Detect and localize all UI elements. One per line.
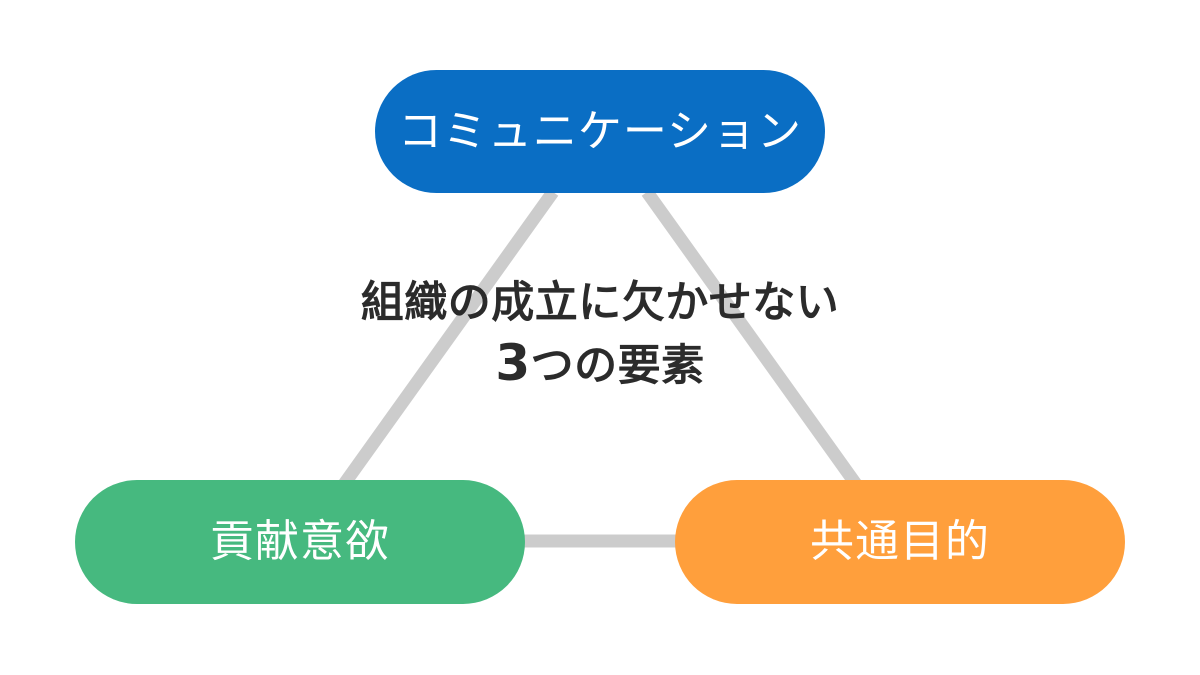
- center-caption-line-1: 組織の成立に欠かせない: [360, 278, 840, 328]
- node-purpose[interactable]: 共通目的: [675, 480, 1125, 604]
- node-purpose-label: 共通目的: [810, 516, 990, 567]
- edge-communication-contribution: [336, 188, 559, 491]
- center-caption-line-2-rest: つの要素: [530, 341, 705, 392]
- node-communication[interactable]: コミュニケーション: [375, 70, 825, 193]
- center-caption: 組織の成立に欠かせない 3つの要素: [300, 276, 900, 395]
- center-caption-line-2: 3つの要素: [300, 331, 900, 395]
- node-contribution-label: 貢献意欲: [210, 516, 390, 567]
- node-contribution[interactable]: 貢献意欲: [75, 480, 525, 604]
- center-caption-number: 3: [495, 334, 531, 393]
- node-communication-label: コミュニケーション: [397, 105, 803, 157]
- edge-communication-purpose: [641, 188, 864, 491]
